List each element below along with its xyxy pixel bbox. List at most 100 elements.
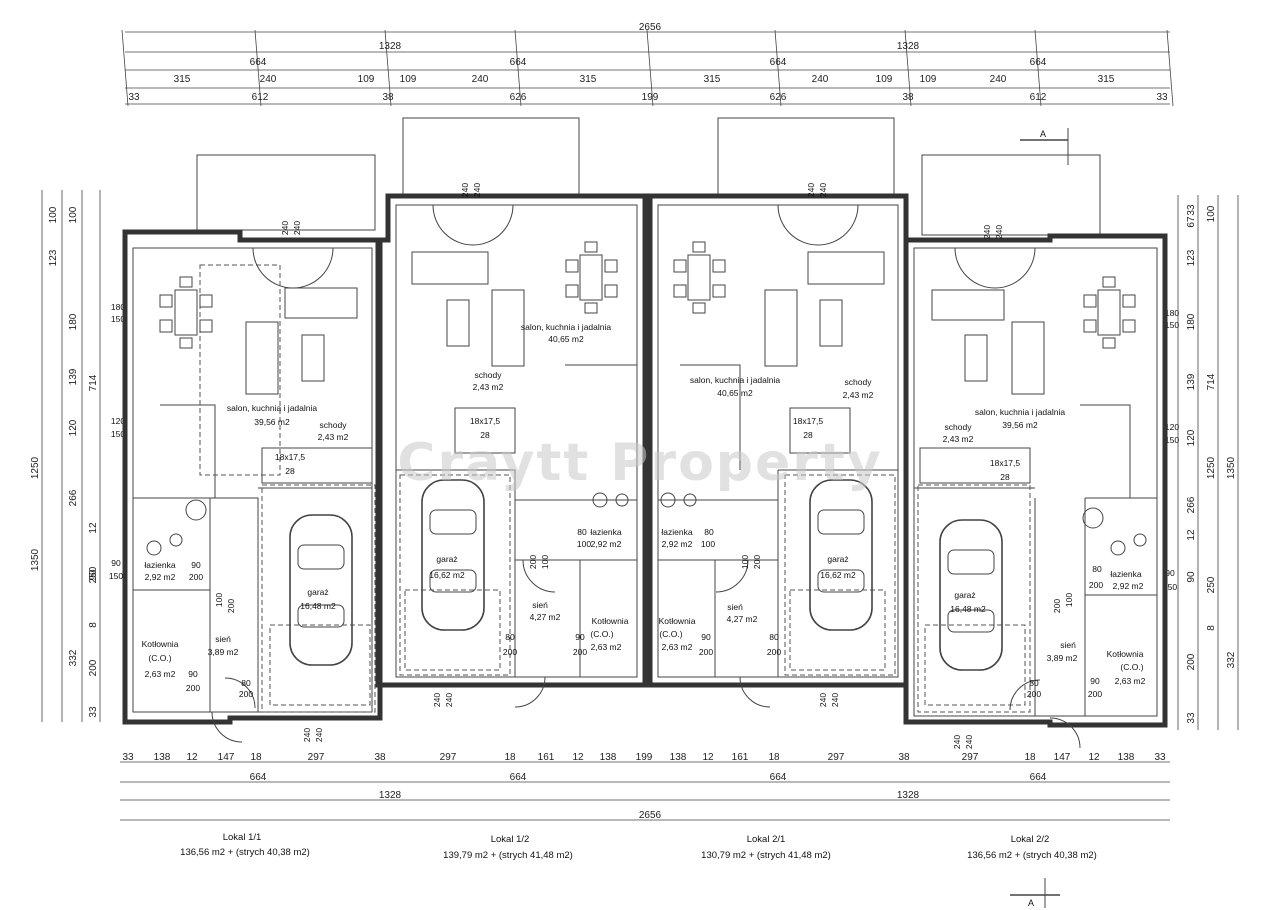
top-dim-overall: 2656 <box>639 22 662 33</box>
bottom-dim-segment: 18 <box>250 752 262 763</box>
door-dimension: 240 <box>964 735 974 749</box>
unit-1-2-rooms: salon, kuchnia i jadalnia 40,65 m2 schod… <box>429 322 628 652</box>
bottom-dim-segment: 161 <box>732 752 749 763</box>
door-dimension: 200 <box>503 647 517 657</box>
top-dim-segment: 240 <box>812 74 829 85</box>
right-dim-segment: 266 <box>1186 496 1197 513</box>
room-area-salon: 40,65 m2 <box>717 388 753 398</box>
right-dim-segment: 1350 <box>1226 456 1237 479</box>
bathroom-fixtures <box>146 492 1147 556</box>
room-label-garaz: garaż <box>307 587 328 597</box>
room-area-kotlownia: 2,63 m2 <box>662 642 693 652</box>
top-dim-segment: 612 <box>1030 92 1047 103</box>
room-area-sien: 3,89 m2 <box>1047 653 1078 663</box>
unit-2-2-rooms: salon, kuchnia i jadalnia 39,56 m2 schod… <box>943 407 1146 686</box>
left-dim-segment: 332 <box>68 649 79 666</box>
top-dim-segment: 315 <box>174 74 191 85</box>
room-label-lazienka: łazienka <box>661 527 692 537</box>
door-dimension: 90 <box>575 632 585 642</box>
door-dimension: 240 <box>982 225 992 239</box>
top-dim-segment: 38 <box>902 92 914 103</box>
stairs-spec: 18x17,5 <box>275 452 306 462</box>
door-dimension: 240 <box>302 728 312 742</box>
door-dimension: 240 <box>432 693 442 707</box>
door-dimension: 200 <box>767 647 781 657</box>
room-label-lazienka: łazienka <box>590 527 621 537</box>
dim-tick <box>384 29 392 107</box>
window-dim: 90 <box>111 558 121 568</box>
dining-table-icon <box>565 241 618 314</box>
door-dimension: 90 <box>191 560 201 570</box>
room-label-kotlownia: Kotłownia <box>592 616 629 626</box>
dim-tick <box>514 29 522 107</box>
dining-table-icon <box>1083 276 1136 349</box>
room-area-garaz: 16,62 m2 <box>429 570 465 580</box>
window-dim: 150 <box>109 571 123 581</box>
stairs-count: 28 <box>1000 472 1010 482</box>
car-icons <box>289 479 1003 671</box>
room-label-sien: sień <box>727 602 743 612</box>
furniture <box>146 241 1147 556</box>
left-dim-segment: 200 <box>88 659 99 676</box>
top-dim-segment: 109 <box>400 74 417 85</box>
bottom-dim-segment: 38 <box>898 752 910 763</box>
room-label-sien: sień <box>532 600 548 610</box>
unit-1-1-rooms: salon, kuchnia i jadalnia 39,56 m2 schod… <box>142 403 349 679</box>
room-label-garaz: garaż <box>827 554 848 564</box>
right-dim-segment: 139 <box>1186 373 1197 390</box>
bottom-dim-unit-4: 664 <box>1030 772 1047 783</box>
right-dim-segment: 332 <box>1226 651 1237 668</box>
unit-area: 130,79 m2 + (strych 41,48 m2) <box>701 850 831 861</box>
door-dimension: 100 <box>214 593 224 607</box>
right-dim-segment: 33 <box>1186 204 1197 216</box>
left-dim-segment: 250 <box>88 566 99 583</box>
door-dimension: 240 <box>830 693 840 707</box>
car-icon <box>289 514 353 666</box>
window-dim: 120 <box>1165 422 1179 432</box>
bottom-dim-segment: 147 <box>1054 752 1071 763</box>
bottom-dim-segment: 12 <box>186 752 198 763</box>
bottom-dim-segment: 12 <box>572 752 584 763</box>
door-dimension: 240 <box>314 728 324 742</box>
sofa-icon <box>764 251 885 367</box>
unit-summary: Lokal 1/1 136,56 m2 + (strych 40,38 m2) … <box>180 832 1097 861</box>
right-dim-segment: 200 <box>1186 653 1197 670</box>
top-dim-half-2: 1328 <box>897 41 920 52</box>
right-dim-segment: 100 <box>1206 205 1217 222</box>
top-dim-segment: 109 <box>358 74 375 85</box>
sofa-icon <box>411 251 525 367</box>
right-dim-segment: 12 <box>1186 529 1197 541</box>
room-label-sien: sień <box>1060 640 1076 650</box>
room-label-kotlownia: Kotłownia <box>1107 649 1144 659</box>
door-dimension: 240 <box>472 183 482 197</box>
unit-area: 136,56 m2 + (strych 40,38 m2) <box>967 850 1097 861</box>
door-dimension: 200 <box>226 599 236 613</box>
bottom-dim-segment: 138 <box>1118 752 1135 763</box>
dim-tick <box>121 29 129 107</box>
door-dimension: 200 <box>1052 599 1062 613</box>
left-dim-segment: 714 <box>88 374 99 391</box>
top-dim-unit-3: 664 <box>770 57 787 68</box>
top-dim-segment: 315 <box>704 74 721 85</box>
left-dim-segment: 100 <box>68 206 79 223</box>
bottom-dim-segment: 297 <box>828 752 845 763</box>
room-label-co: (C.O.) <box>659 629 682 639</box>
bottom-dim-segment: 161 <box>538 752 555 763</box>
stairs-spec: 18x17,5 <box>470 416 501 426</box>
room-label-salon: salon, kuchnia i jadalnia <box>227 403 318 413</box>
door-dimension: 200 <box>189 572 203 582</box>
door-dimension: 80 <box>769 632 779 642</box>
room-label-co: (C.O.) <box>590 629 613 639</box>
dim-tick <box>254 29 262 107</box>
bottom-dim-segment: 18 <box>1024 752 1036 763</box>
bottom-dim-unit-2: 664 <box>510 772 527 783</box>
right-dim-segment: 714 <box>1206 373 1217 390</box>
room-label-kotlownia: Kotłownia <box>142 639 179 649</box>
bottom-dim-half-2: 1328 <box>897 790 920 801</box>
door-dimension: 240 <box>444 693 454 707</box>
room-label-lazienka: łazienka <box>144 560 175 570</box>
